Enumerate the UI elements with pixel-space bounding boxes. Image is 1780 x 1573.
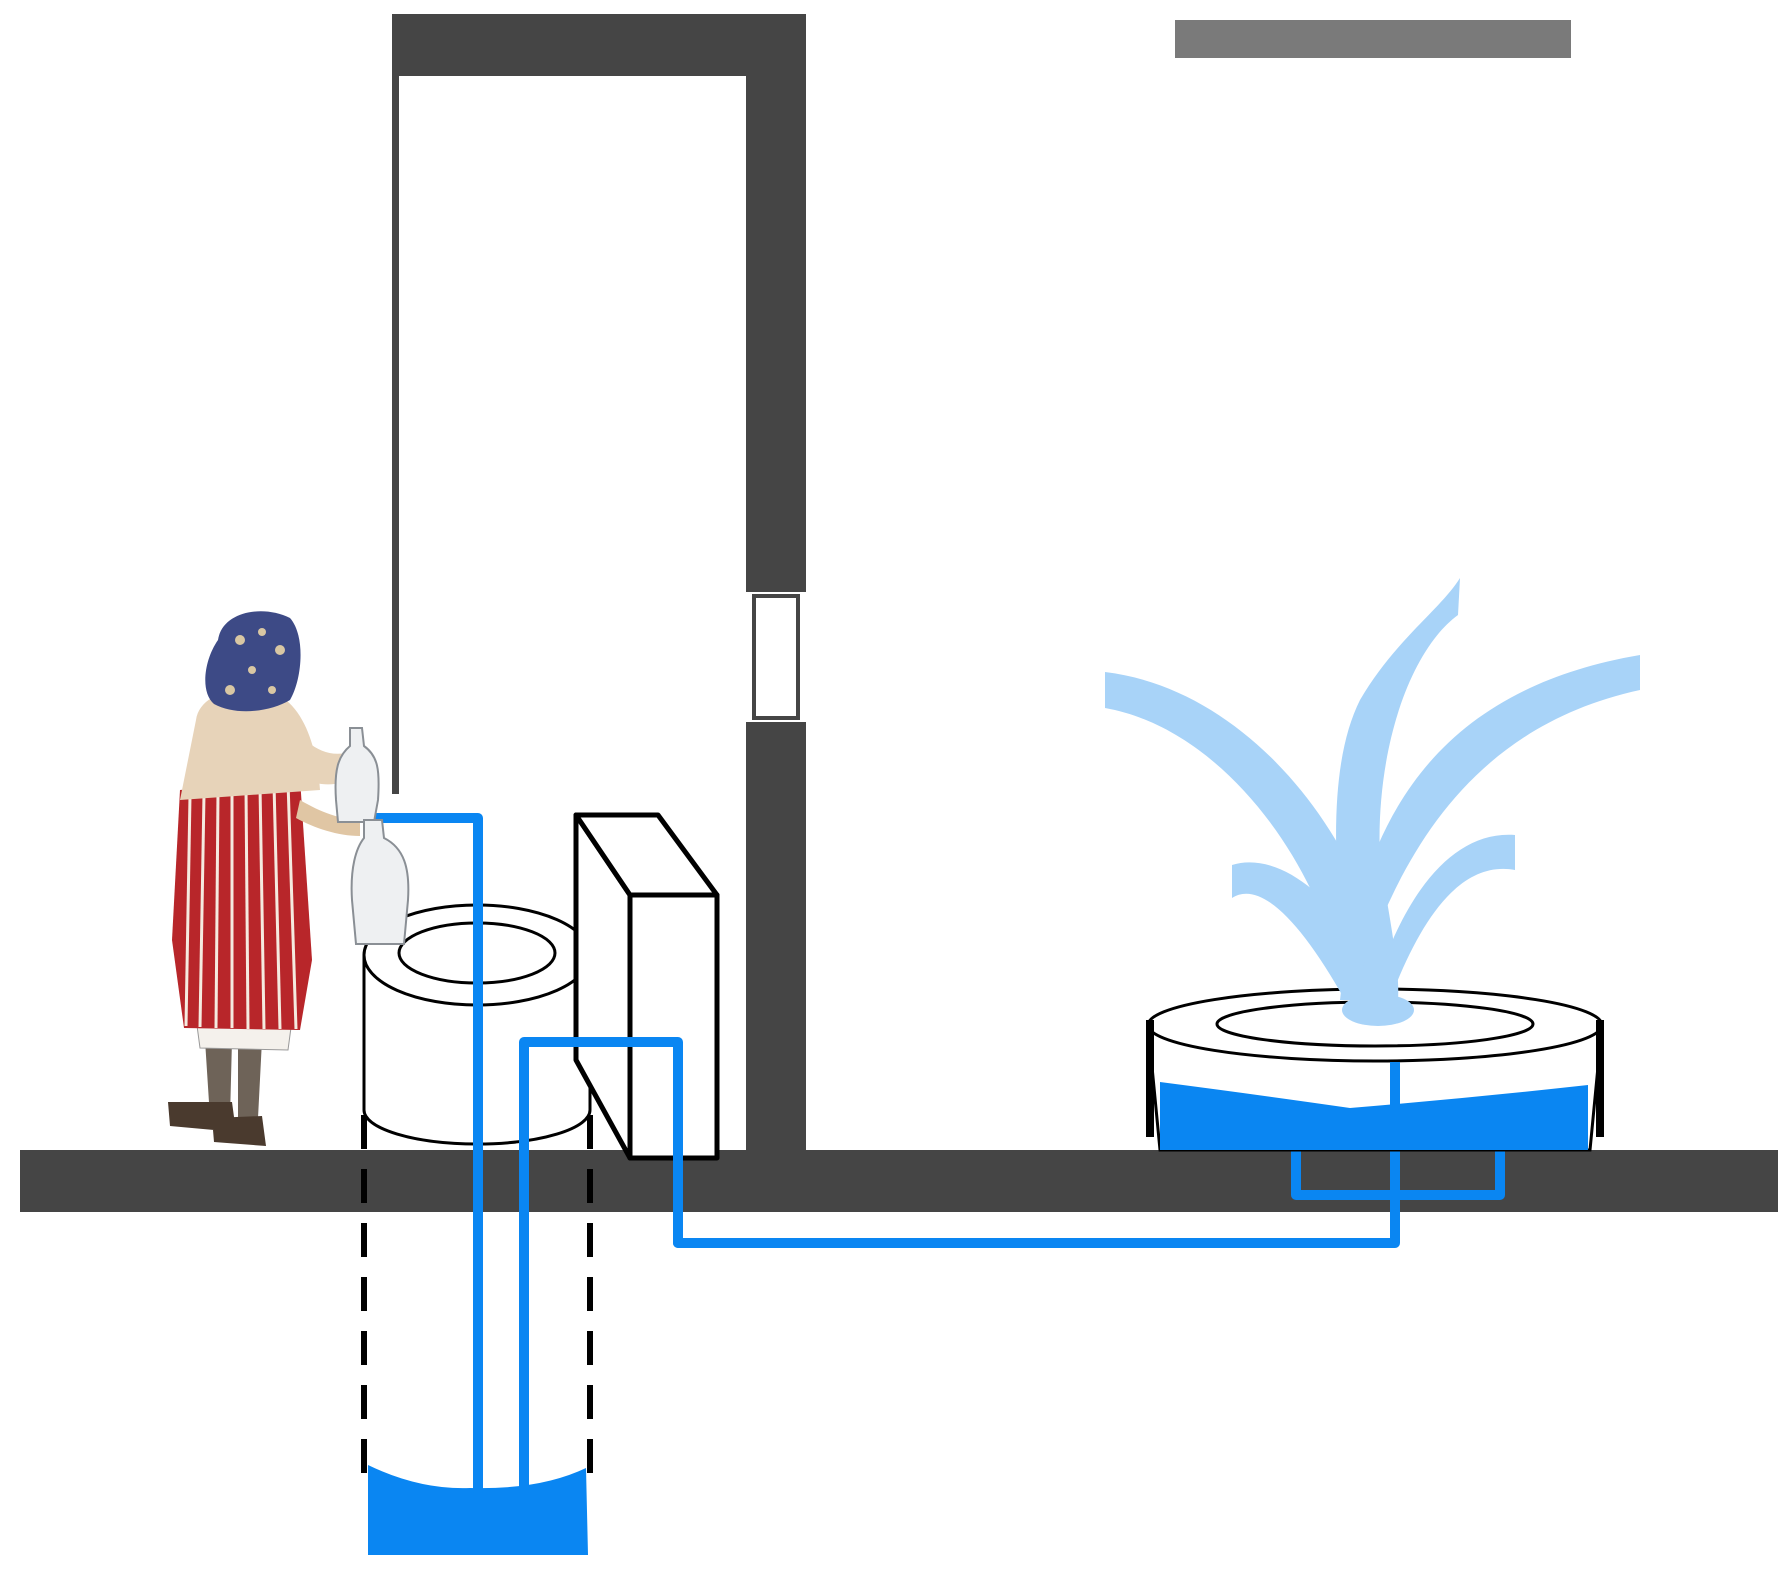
woman-headscarf: [205, 611, 300, 711]
wall-opening: [754, 596, 798, 718]
spray-base: [1342, 994, 1414, 1026]
roof-bar: [1175, 20, 1571, 58]
fountain-post-left: [1146, 1020, 1154, 1137]
wall-top-beam: [392, 14, 806, 76]
wall-left-thin: [392, 14, 399, 794]
fountain-spray: [1105, 578, 1640, 1026]
wall-right-upper: [746, 14, 806, 592]
fountain-post-right: [1596, 1020, 1604, 1137]
pump-box: [576, 815, 717, 1158]
wall-right-lower: [746, 722, 806, 1154]
bottle-filling-icon: [352, 820, 409, 944]
bottle-held-icon: [336, 728, 379, 822]
ground-slab: [20, 1150, 1778, 1212]
